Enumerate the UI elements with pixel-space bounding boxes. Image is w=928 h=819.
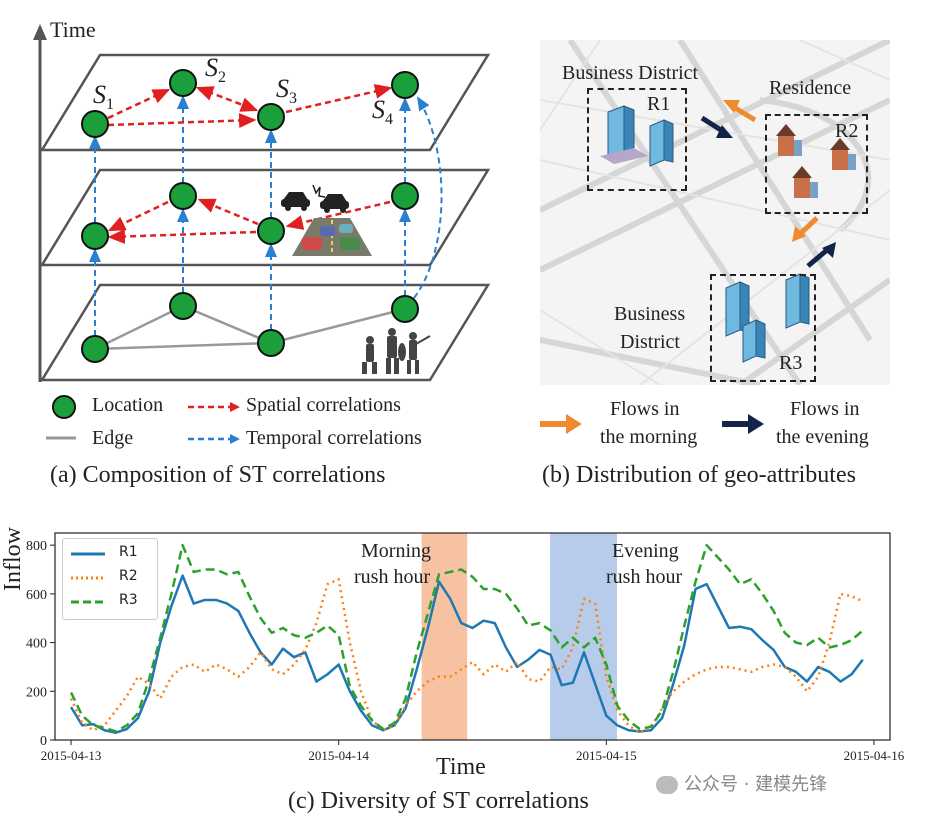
caption-a: (a) Composition of ST correlations bbox=[50, 462, 386, 488]
y-tick-label-0: 0 bbox=[40, 734, 47, 749]
series-line-r1 bbox=[69, 574, 864, 734]
annotation-evening-1: Evening bbox=[612, 540, 679, 562]
legend-location-icon bbox=[52, 395, 76, 419]
evening-flow-arrow-top bbox=[700, 115, 733, 138]
legend-location-label: Location bbox=[92, 394, 164, 416]
node-s1-middle bbox=[81, 222, 109, 250]
plane-top bbox=[39, 53, 491, 152]
shaded-region-0 bbox=[421, 533, 468, 740]
label-business-district-bottom-1: Business bbox=[614, 303, 686, 325]
series-line-r2 bbox=[69, 578, 864, 734]
label-r3: R3 bbox=[779, 352, 803, 374]
y-tick-label-200: 200 bbox=[26, 685, 47, 700]
legend-evening-label-2: the evening bbox=[776, 426, 869, 448]
car-crash-icon bbox=[281, 184, 349, 213]
node-s4-top bbox=[391, 71, 419, 99]
y-tick-label-400: 400 bbox=[26, 637, 47, 652]
label-residence: Residence bbox=[769, 77, 852, 99]
time-axis-label: Time bbox=[50, 17, 96, 42]
node-s4-bottom bbox=[391, 295, 419, 323]
label-r2: R2 bbox=[835, 120, 859, 142]
node-s1-bottom bbox=[81, 335, 109, 363]
legend-morning-label-1: Flows in bbox=[610, 398, 680, 420]
legend-edge-label: Edge bbox=[92, 427, 134, 449]
x-tick-label-3: 2015-04-16 bbox=[844, 748, 905, 763]
map-roads bbox=[540, 40, 890, 385]
watermark: 公众号 · 建模先锋 bbox=[656, 770, 827, 796]
graph-edges bbox=[94, 304, 406, 351]
node-label-s3: S3 bbox=[276, 74, 297, 108]
node-s1-top bbox=[81, 110, 109, 138]
time-axis-arrow-icon bbox=[33, 24, 47, 40]
caption-b: (b) Distribution of geo-attributes bbox=[542, 462, 856, 488]
x-tick-label-1: 2015-04-14 bbox=[308, 748, 369, 763]
watermark-text: 公众号 · 建模先锋 bbox=[684, 774, 828, 795]
legend-r2-label: R2 bbox=[119, 568, 138, 584]
label-business-district-bottom-2: District bbox=[620, 331, 680, 353]
evening-flow-arrow-bottom bbox=[806, 242, 836, 268]
plot-frame bbox=[54, 532, 891, 741]
y-tick-label-800: 800 bbox=[26, 539, 47, 554]
x-tick-label-2: 2015-04-15 bbox=[576, 748, 637, 763]
office-building-icon bbox=[600, 105, 674, 167]
office-building-icon bbox=[725, 273, 810, 363]
node-s3-top bbox=[257, 103, 285, 131]
node-s2-bottom bbox=[169, 292, 197, 320]
legend-evening-label-1: Flows in bbox=[790, 398, 860, 420]
node-label-s4: S4 bbox=[372, 95, 393, 129]
morning-flow-arrow-top bbox=[723, 100, 757, 123]
y-axis-label: Inflow bbox=[0, 527, 26, 591]
label-business-district-top: Business District bbox=[562, 62, 699, 84]
label-r1: R1 bbox=[647, 93, 671, 115]
legend-a-symbols bbox=[46, 395, 240, 444]
region-box-r1 bbox=[587, 88, 687, 191]
shaded-region-1 bbox=[550, 533, 618, 740]
panel-c-chart: 0 200 400 600 800 2015-04-13 2015-04-14 2015-04… bbox=[26, 532, 905, 763]
node-s4-middle bbox=[391, 182, 419, 210]
concert-icon bbox=[362, 328, 431, 374]
node-s2-top bbox=[169, 69, 197, 97]
node-s2-middle bbox=[169, 182, 197, 210]
temporal-correlations bbox=[89, 95, 443, 336]
house-icon bbox=[776, 124, 856, 198]
traffic-jam-icon bbox=[292, 218, 372, 256]
spatial-correlations bbox=[107, 84, 393, 244]
annotation-morning-2: rush hour bbox=[354, 566, 431, 588]
chart-legend: R1 R2 R3 bbox=[62, 538, 158, 620]
y-tick-label-600: 600 bbox=[26, 588, 47, 603]
legend-r3-label: R3 bbox=[119, 592, 138, 608]
region-box-r2 bbox=[765, 114, 868, 214]
plane-middle bbox=[39, 168, 491, 267]
caption-c: (c) Diversity of ST correlations bbox=[288, 788, 589, 814]
legend-b-symbols bbox=[540, 414, 764, 434]
legend-r1-label: R1 bbox=[119, 544, 138, 560]
legend-spatial-label: Spatial correlations bbox=[246, 394, 401, 416]
panel-a-diagram bbox=[33, 24, 491, 382]
node-label-s2: S2 bbox=[205, 53, 226, 87]
annotation-evening-2: rush hour bbox=[606, 566, 683, 588]
legend-temporal-label: Temporal correlations bbox=[246, 427, 422, 449]
region-box-r3 bbox=[710, 274, 816, 382]
morning-flow-arrow-bottom bbox=[792, 216, 819, 242]
legend-morning-label-2: the morning bbox=[600, 426, 698, 448]
node-label-s1: S1 bbox=[93, 80, 114, 114]
node-s3-middle bbox=[257, 217, 285, 245]
wechat-icon bbox=[656, 776, 678, 794]
x-tick-label-0: 2015-04-13 bbox=[41, 748, 102, 763]
x-axis-label: Time bbox=[436, 754, 486, 780]
annotation-morning-1: Morning bbox=[361, 540, 431, 562]
node-s3-bottom bbox=[257, 329, 285, 357]
